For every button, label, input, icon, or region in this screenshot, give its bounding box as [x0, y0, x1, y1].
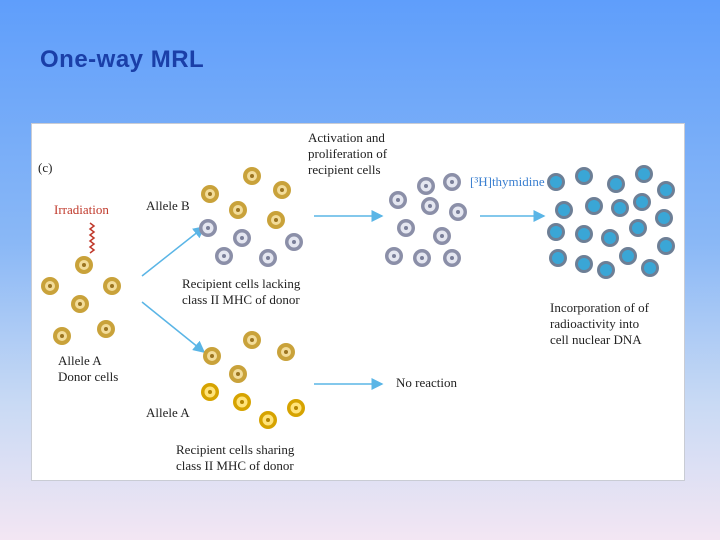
- no-reaction-label: No reaction: [396, 375, 458, 390]
- activation-label: Activation and proliferation of recipien…: [308, 130, 388, 177]
- slide-title: One-way MRL: [40, 46, 205, 73]
- thymidine-label: [³H]thymidine: [470, 174, 545, 189]
- arrow-to-allele-b: [141, 226, 206, 277]
- allele-b-mixture: [199, 167, 303, 267]
- donor-cells: [41, 256, 121, 345]
- recipient-sharing-label: Recipient cells sharing class II MHC of …: [176, 442, 295, 473]
- allele-b-label: Allele B: [146, 198, 190, 213]
- irradiation-wave: [88, 222, 96, 254]
- proliferating-cells: [385, 173, 467, 267]
- donor-label: Allele A Donor cells: [58, 353, 119, 384]
- incorporation-label: Incorporation of of radioactivity into c…: [550, 300, 649, 347]
- panel-label: (c): [38, 160, 53, 175]
- diagram-canvas: [41, 165, 675, 429]
- irradiation-label: Irradiation: [54, 202, 109, 217]
- mlr-diagram: (c) Irradiation Allele B Recipient cells…: [31, 123, 685, 481]
- allele-a-mixture: [201, 331, 305, 429]
- recipient-lacking-label: Recipient cells lacking class II MHC of …: [182, 276, 301, 307]
- allele-a-label: Allele A: [146, 405, 190, 420]
- arrow-to-allele-a: [141, 301, 206, 353]
- radiolabeled-cells: [547, 165, 675, 279]
